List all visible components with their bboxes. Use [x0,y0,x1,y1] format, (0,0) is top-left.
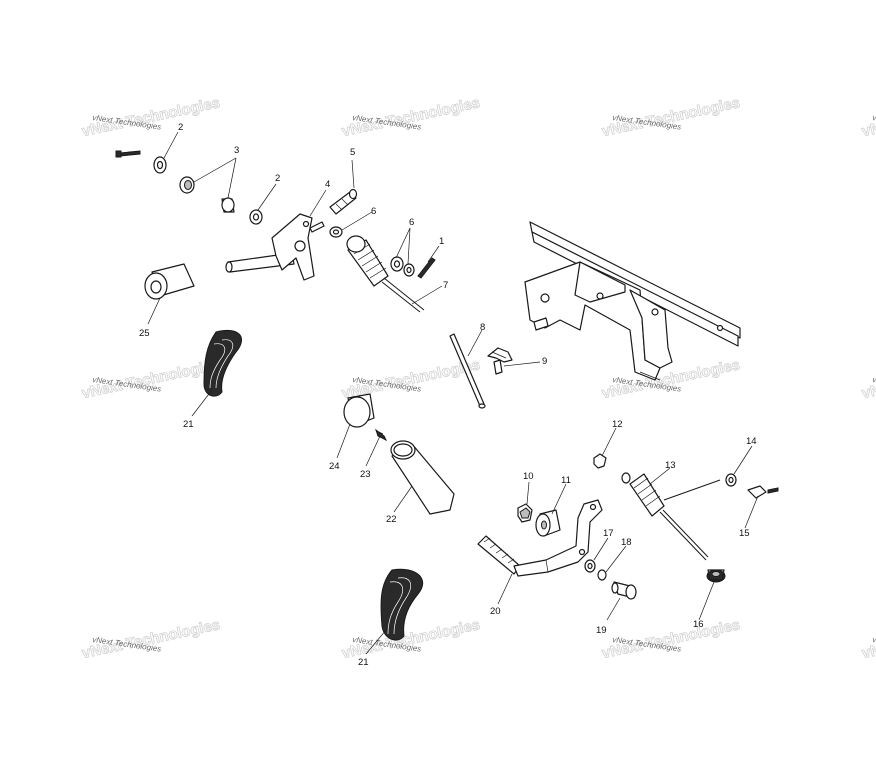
part-2-washer-a [153,156,167,174]
part-7-cable-boot [346,235,425,313]
callout-18: 18 [621,537,632,548]
callout-16: 16 [693,619,704,630]
part-4-pedal-bracket [225,213,325,281]
callout-25: 25 [139,328,150,339]
callout-5: 5 [350,147,355,158]
part-1-bolt [417,257,436,279]
part-21-foot-pad-b [380,568,424,641]
callout-19: 19 [596,625,607,636]
part-20-shift-arm [477,499,603,577]
part-6-washer-c [403,263,415,277]
callout-1: 1 [439,236,444,247]
callout-11: 11 [561,475,571,486]
part-13-cable-boot [621,472,721,561]
callout-8: 8 [480,322,485,333]
leader-lines [147,131,759,655]
part-3-bushing-b [221,197,235,213]
part-22-lever-sleeve [390,440,455,515]
callout-23: 23 [360,469,371,480]
part-15-clip [747,485,779,499]
part-23-set-screw [375,428,388,442]
part-8-rod [449,333,486,409]
callout-20: 20 [490,606,501,617]
callout-24: 24 [329,461,340,472]
callout-6: 6 [371,206,376,217]
part-12-nut [593,453,607,469]
part-3-bushing-a [179,176,195,194]
part-11-roller [535,509,561,537]
part-2-washer-b [249,209,263,225]
part-16-knob [706,569,726,583]
callout-14: 14 [746,436,757,447]
callout-22: 22 [386,514,397,525]
callout-12: 12 [612,419,623,430]
part-10-nut [517,503,533,523]
part-21-foot-pad-a [203,330,242,397]
part-6-washer-a [329,226,343,238]
part-19-pin [611,581,637,600]
frame-chassis [524,221,741,381]
callout-13: 13 [665,460,676,471]
part-bolt-topleft [115,150,141,158]
part-25-grip [144,263,195,300]
part-17-washer [584,559,596,573]
part-6-washer-b [390,256,404,272]
part-9-clip [487,347,513,375]
callout-21: 21 [358,657,369,668]
part-14-washer [725,473,737,487]
callout-6: 6 [409,217,414,228]
part-18-washer [597,569,607,581]
part-24-knob [343,393,375,428]
callout-2: 2 [275,173,280,184]
callout-17: 17 [603,528,614,539]
callout-4: 4 [325,179,330,190]
callout-21: 21 [183,419,194,430]
part-5-pin [329,188,358,215]
callout-15: 15 [739,528,750,539]
callout-9: 9 [542,356,547,367]
callout-3: 3 [234,145,239,156]
callout-2: 2 [178,122,183,133]
callout-10: 10 [523,471,534,482]
callout-7: 7 [443,280,448,291]
callout-labels: 1 2 2 3 4 5 6 6 7 8 9 10 11 12 13 14 15 … [139,122,757,668]
